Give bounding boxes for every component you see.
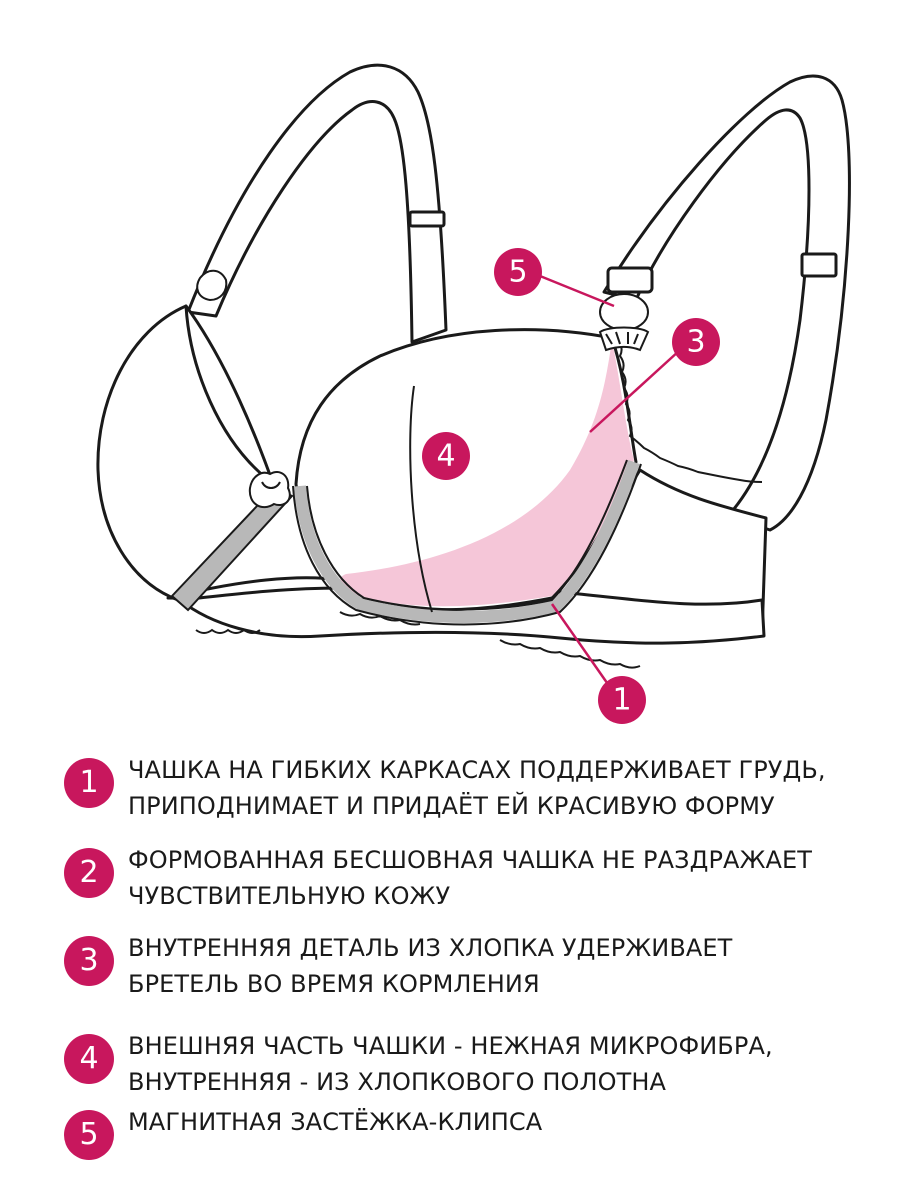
marker-4: 4 <box>422 432 470 480</box>
legend-text: ВНЕШНЯЯ ЧАСТЬ ЧАШКИ - НЕЖНАЯ МИКРОФИБРА,… <box>128 1032 773 1096</box>
legend-item-2: 2 ФОРМОВАННАЯ БЕСШОВНАЯ ЧАШКА НЕ РАЗДРАЖ… <box>64 842 884 914</box>
bra-illustration: 5 3 4 1 <box>96 63 851 724</box>
cotton-lining-area <box>340 340 634 607</box>
left-strap <box>186 63 448 344</box>
legend-item-1: 1 ЧАШКА НА ГИБКИХ КАРКАСАХ ПОДДЕРЖИВАЕТ … <box>64 752 884 824</box>
right-strap-buckle <box>606 266 654 294</box>
leader-line-3 <box>589 349 681 433</box>
left-cup <box>96 304 278 602</box>
left-strap-slider <box>408 210 446 228</box>
legend-badge: 5 <box>64 1110 114 1160</box>
legend-text: ВНУТРЕННЯЯ ДЕТАЛЬ ИЗ ХЛОПКА УДЕРЖИВАЕТ Б… <box>128 934 733 998</box>
lace-edge-right <box>617 339 763 483</box>
cup-seam <box>409 385 433 613</box>
marker-5: 5 <box>494 248 542 296</box>
leader-line-1 <box>550 603 614 691</box>
right-strap <box>602 74 851 532</box>
left-underwire-channel <box>170 486 294 612</box>
svg-text:3: 3 <box>686 325 705 360</box>
right-strap-slider <box>800 252 838 278</box>
legend-item-5: 5 МАГНИТНАЯ ЗАСТЁЖКА-КЛИПСА <box>64 1104 884 1160</box>
left-strap-connector <box>196 269 228 302</box>
legend-item-4: 4 ВНЕШНЯЯ ЧАСТЬ ЧАШКИ - НЕЖНАЯ МИКРОФИБР… <box>64 1028 884 1100</box>
underwire-channel <box>294 460 640 623</box>
magnetic-clasp <box>598 293 650 352</box>
legend-badge: 4 <box>64 1034 114 1084</box>
legend-badge: 1 <box>64 758 114 808</box>
marker-3: 3 <box>672 318 720 366</box>
legend-item-3: 3 ВНУТРЕННЯЯ ДЕТАЛЬ ИЗ ХЛОПКА УДЕРЖИВАЕТ… <box>64 930 884 1002</box>
svg-text:4: 4 <box>436 439 455 474</box>
legend-badge: 2 <box>64 848 114 898</box>
left-cup-inner <box>184 304 268 480</box>
svg-text:5: 5 <box>508 255 527 290</box>
legend-text: ФОРМОВАННАЯ БЕСШОВНАЯ ЧАШКА НЕ РАЗДРАЖАЕ… <box>128 846 813 910</box>
legend-text: ЧАШКА НА ГИБКИХ КАРКАСАХ ПОДДЕРЖИВАЕТ ГР… <box>128 756 826 820</box>
lace-edge-bottom <box>195 611 641 669</box>
leader-line-5 <box>539 274 615 308</box>
marker-1: 1 <box>598 676 646 724</box>
underwire-channel-outline <box>292 463 642 626</box>
legend-text: МАГНИТНАЯ ЗАСТЁЖКА-КЛИПСА <box>128 1108 543 1136</box>
center-bow <box>248 470 291 509</box>
legend-badge: 3 <box>64 936 114 986</box>
svg-text:1: 1 <box>612 683 631 718</box>
